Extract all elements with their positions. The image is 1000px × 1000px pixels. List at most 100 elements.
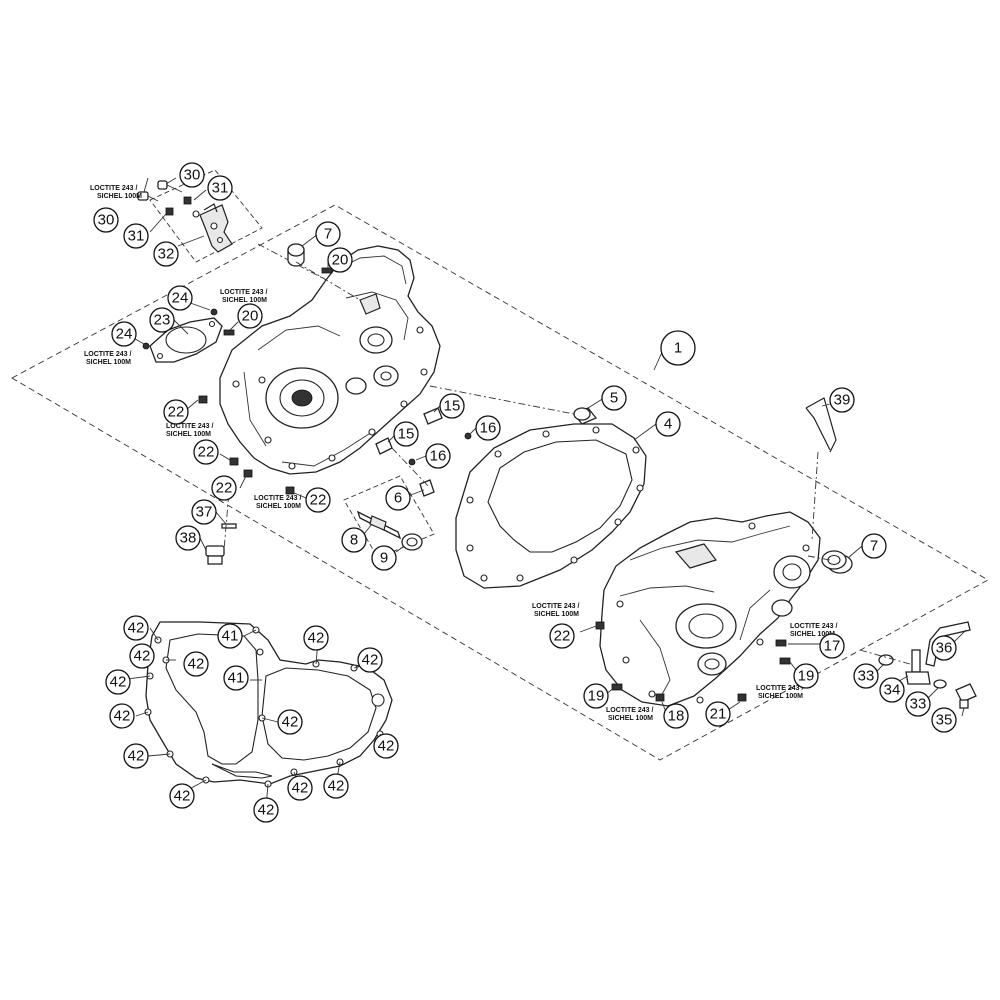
- svg-text:20: 20: [242, 308, 259, 325]
- note-loctite-22-bottom: LOCTITE 243 / SICHEL 100M: [254, 495, 302, 510]
- svg-text:35: 35: [936, 712, 953, 729]
- svg-text:17: 17: [824, 638, 841, 655]
- note-loctite-18: LOCTITE 243 / SICHEL 100M: [606, 707, 654, 722]
- callout-20-left: 20: [237, 303, 263, 329]
- plug-22-d: [285, 486, 295, 495]
- svg-text:42: 42: [328, 778, 345, 795]
- dowel-5: [572, 407, 598, 425]
- callout-5: 5: [601, 385, 627, 411]
- svg-text:42: 42: [134, 648, 151, 665]
- svg-text:42: 42: [308, 630, 325, 647]
- callout-30-left: 30: [93, 207, 119, 233]
- bolt-30-left: [137, 191, 159, 202]
- callout-31-lower: 31: [123, 223, 149, 249]
- callout-16-upper: 16: [475, 415, 501, 441]
- nut-6: [419, 479, 435, 497]
- svg-text:7: 7: [324, 226, 332, 243]
- plug-22-right: [595, 621, 605, 630]
- right-crankcase-half: [599, 511, 821, 707]
- note-loctite-21: LOCTITE 243 / SICHEL 100M: [756, 685, 804, 700]
- svg-text:36: 36: [936, 640, 953, 657]
- pin-37: [221, 523, 237, 529]
- callout-33-left: 33: [853, 663, 879, 689]
- callout-34: 34: [879, 677, 905, 703]
- callout-37: 37: [191, 499, 217, 525]
- svg-text:LOCTITE 243 /: LOCTITE 243 /: [756, 685, 804, 692]
- callout-35: 35: [931, 707, 957, 733]
- clip-39: [805, 397, 837, 453]
- callout-41-a: 41: [217, 623, 243, 649]
- bolt-35: [955, 683, 977, 709]
- washer-33-upper: [878, 654, 894, 666]
- dowel-20-left: [223, 329, 235, 336]
- svg-text:15: 15: [444, 398, 461, 415]
- svg-text:24: 24: [172, 290, 189, 307]
- callout-42-c: 42: [129, 643, 155, 669]
- callout-42-a: 42: [123, 615, 149, 641]
- callout-42-n: 42: [253, 797, 279, 823]
- callout-16-lower: 16: [425, 443, 451, 469]
- callout-17: 17: [819, 633, 845, 659]
- svg-text:LOCTITE 243 /: LOCTITE 243 /: [90, 185, 138, 192]
- svg-text:31: 31: [212, 180, 229, 197]
- callout-4: 4: [655, 411, 681, 437]
- svg-text:LOCTITE 243 /: LOCTITE 243 /: [532, 603, 580, 610]
- svg-text:18: 18: [668, 708, 685, 725]
- svg-text:16: 16: [480, 420, 497, 437]
- callout-42-b: 42: [303, 625, 329, 651]
- svg-text:5: 5: [610, 390, 618, 407]
- washer-16-lower: [408, 458, 416, 466]
- svg-text:22: 22: [216, 480, 233, 497]
- svg-text:1: 1: [674, 340, 682, 357]
- svg-text:42: 42: [282, 714, 299, 731]
- callout-20-upper: 20: [327, 247, 353, 273]
- svg-text:19: 19: [588, 688, 605, 705]
- callout-22-d: 22: [305, 487, 331, 513]
- callout-23: 23: [149, 307, 175, 333]
- note-loctite-17: LOCTITE 243 / SICHEL 100M: [790, 623, 838, 638]
- callout-22-c: 22: [211, 475, 237, 501]
- svg-text:16: 16: [430, 448, 447, 465]
- svg-text:37: 37: [196, 504, 213, 521]
- hose-36: [925, 621, 971, 667]
- washer-33-lower: [933, 679, 947, 689]
- gasket-4: [455, 423, 647, 589]
- callout-42-i: 42: [373, 733, 399, 759]
- callout-32: 32: [153, 241, 179, 267]
- svg-text:42: 42: [110, 674, 127, 691]
- svg-text:8: 8: [350, 532, 358, 549]
- callout-9: 9: [371, 545, 397, 571]
- svg-text:41: 41: [222, 628, 239, 645]
- callout-21: 21: [705, 701, 731, 727]
- svg-text:15: 15: [398, 426, 415, 443]
- note-loctite-22-right: LOCTITE 243 / SICHEL 100M: [532, 603, 580, 618]
- gasket-23: [149, 317, 223, 363]
- bolt-30-right: [157, 180, 183, 193]
- svg-text:33: 33: [910, 696, 927, 713]
- shaft-8: [356, 510, 402, 540]
- note-loctite-bracket: LOCTITE 243 / SICHEL 100M: [90, 185, 142, 200]
- svg-text:42: 42: [174, 788, 191, 805]
- callout-39: 39: [829, 387, 855, 413]
- svg-text:22: 22: [168, 404, 185, 421]
- washer-16-upper: [464, 432, 472, 440]
- callout-41-b: 41: [223, 665, 249, 691]
- svg-text:SICHEL 100M: SICHEL 100M: [790, 631, 835, 638]
- callout-36: 36: [931, 635, 957, 661]
- callout-22-a: 22: [163, 399, 189, 425]
- svg-text:42: 42: [188, 656, 205, 673]
- svg-text:23: 23: [154, 312, 171, 329]
- svg-text:SICHEL 100M: SICHEL 100M: [97, 193, 142, 200]
- callout-42-j: 42: [123, 743, 149, 769]
- nipple-15-upper: [423, 407, 443, 425]
- svg-text:LOCTITE 243 /: LOCTITE 243 /: [790, 623, 838, 630]
- callout-15-lower: 15: [393, 421, 419, 447]
- note-loctite-22-left: LOCTITE 243 / SICHEL 100M: [166, 423, 214, 438]
- svg-text:SICHEL 100M: SICHEL 100M: [86, 359, 131, 366]
- callout-33-right: 33: [905, 691, 931, 717]
- leader-lines: [119, 177, 967, 809]
- svg-text:LOCTITE 243 /: LOCTITE 243 /: [606, 707, 654, 714]
- svg-text:6: 6: [394, 490, 402, 507]
- callout-42-k: 42: [287, 775, 313, 801]
- plug-22-b: [229, 457, 239, 466]
